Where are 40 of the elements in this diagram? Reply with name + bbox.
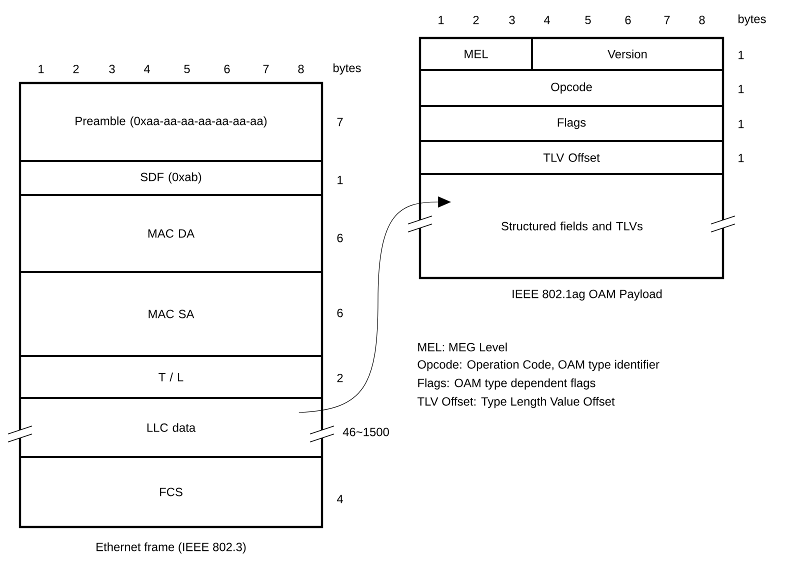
column-number: 3 (509, 16, 515, 24)
field-row: MAC SA (19, 271, 323, 357)
byte-count: 1 (338, 176, 343, 184)
field-row: FCS (19, 456, 323, 528)
byte-count: 1 (738, 84, 744, 94)
column-number: 1 (438, 16, 444, 24)
byte-count: 7 (337, 118, 343, 126)
column-number: 6 (625, 16, 631, 24)
field-row: TLV Offset (419, 140, 724, 175)
unit-label: bytes (333, 63, 361, 75)
frame-caption: IEEE 802.1ag OAM Payload (512, 289, 662, 301)
byte-count: 1 (738, 120, 744, 128)
byte-count: 46~1500 (342, 428, 389, 436)
byte-count: 6 (337, 234, 343, 242)
field-row: LLC data (19, 397, 323, 458)
field-row: SDF (0xab) (19, 160, 323, 196)
byte-count: 6 (337, 308, 343, 318)
legend-note: Flags: OAM type dependent flags (418, 378, 596, 390)
column-number: 5 (585, 16, 591, 24)
field-row: Version (531, 37, 724, 71)
legend-note: MEL: MEG Level (418, 342, 507, 352)
column-number: 7 (664, 16, 670, 24)
field-row: Structured fields and TLVs (419, 173, 724, 279)
byte-count: 1 (738, 50, 744, 60)
field-row: MAC DA (19, 194, 323, 273)
column-number: 2 (473, 16, 479, 24)
field-row: Flags (419, 105, 724, 142)
field-row: T / L (19, 355, 323, 399)
field-row: MEL (419, 37, 533, 71)
byte-count: 4 (336, 494, 343, 504)
byte-count: 1 (738, 154, 744, 162)
unit-label: bytes (738, 14, 766, 26)
frame-caption: Ethernet frame (IEEE 802.3) (96, 542, 246, 554)
column-number: 8 (699, 16, 705, 24)
field-row: Preamble (0xaa-aa-aa-aa-aa-aa-aa) (19, 82, 323, 162)
legend-note: TLV Offset: Type Length Value Offset (417, 396, 615, 408)
column-number: 4 (544, 16, 550, 24)
byte-count: 2 (337, 374, 343, 382)
field-row: Opcode (419, 69, 724, 107)
legend-note: Opcode: Operation Code, OAM type identifier (418, 360, 660, 372)
